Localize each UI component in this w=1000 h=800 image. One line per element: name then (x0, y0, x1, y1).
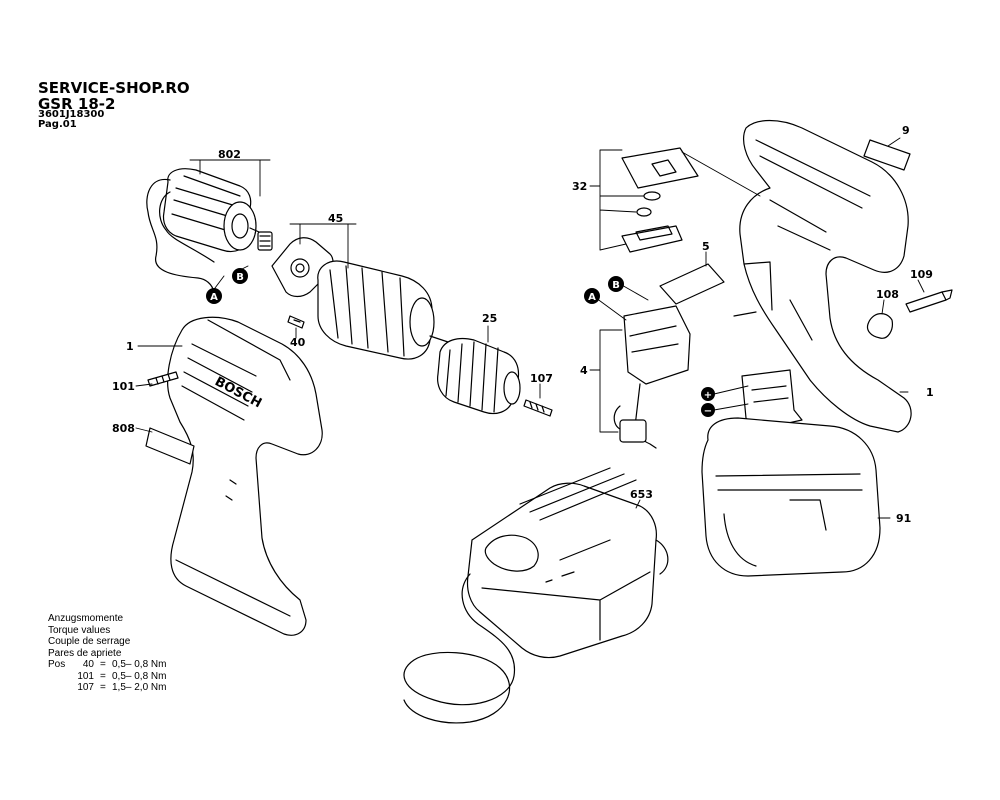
torque-pos: 40 (82, 659, 94, 670)
torque-values-table: Anzugsmomente Torque values Couple de se… (48, 613, 166, 694)
label-1-right: 1 (926, 386, 934, 399)
battery-91 (701, 369, 881, 577)
part-number: 3601J18300 (38, 109, 105, 120)
switch-cover-32 (621, 147, 699, 253)
leader-lines (135, 137, 925, 519)
marker-b-right: B (608, 276, 624, 292)
label-91: 91 (896, 512, 911, 525)
label-1-left: 1 (126, 340, 134, 353)
chuck-25 (437, 337, 521, 415)
label-5: 5 (702, 240, 710, 253)
label-101: 101 (112, 380, 135, 393)
slider-5 (659, 263, 725, 305)
label-plate-808 (145, 427, 195, 465)
label-107: 107 (530, 372, 553, 385)
label-653: 653 (630, 488, 653, 501)
torque-row: 107 = 1,5– 2,0 Nm (48, 682, 166, 694)
label-108: 108 (876, 288, 899, 301)
torque-prefix (48, 671, 72, 683)
svg-text:+: + (704, 390, 712, 401)
charger-653 (466, 467, 657, 659)
marker-a-right: A (584, 288, 600, 304)
minus-terminal-icon: − (701, 403, 715, 417)
svg-text:B: B (236, 272, 244, 283)
screw-107 (523, 399, 553, 417)
torque-title-en: Torque values (48, 624, 111, 636)
housing-right-1 (733, 119, 912, 433)
label-808: 808 (112, 422, 135, 435)
motor-802 (162, 168, 273, 253)
torque-title-es: Pares de apriete (48, 647, 122, 659)
torque-title-de: Anzugsmomente (48, 613, 124, 624)
motor-wires (146, 178, 215, 293)
label-109: 109 (910, 268, 933, 281)
label-4: 4 (580, 364, 588, 377)
label-45: 45 (328, 212, 343, 225)
charger-cable (403, 573, 516, 724)
torque-eq: = (100, 659, 106, 670)
torque-eq: = (100, 682, 106, 693)
housing-left-1 (167, 316, 323, 636)
svg-text:B: B (612, 280, 620, 291)
torque-value: 0,5– 0,8 Nm (112, 659, 167, 670)
shop-title: SERVICE-SHOP.RO (38, 79, 190, 97)
torque-row: 101 = 0,5– 0,8 Nm (48, 671, 166, 683)
torque-prefix: Pos (48, 659, 66, 670)
switch-4 (613, 305, 691, 449)
model-title: GSR 18-2 (38, 95, 116, 113)
label-802: 802 (218, 148, 241, 161)
torque-title-fr: Couple de serrage (48, 636, 131, 647)
torque-pos: 101 (77, 670, 94, 682)
marker-a-left: A (206, 288, 222, 304)
torque-prefix (48, 682, 72, 694)
label-25: 25 (482, 312, 497, 325)
svg-text:A: A (588, 292, 596, 303)
label-40: 40 (290, 336, 306, 349)
label-9 (863, 139, 911, 171)
page-number: Pag.01 (38, 119, 77, 130)
torque-row: Pos 40 = 0,5– 0,8 Nm (48, 659, 166, 671)
label-9: 9 (902, 124, 910, 137)
bit-109 (905, 289, 953, 313)
marker-b-left: B (232, 268, 248, 284)
torque-value: 0,5– 0,8 Nm (112, 670, 167, 682)
gearbox-45 (271, 237, 449, 360)
screw-40 (287, 315, 305, 329)
svg-text:−: − (704, 406, 712, 417)
torque-value: 1,5– 2,0 Nm (112, 682, 167, 693)
torque-pos: 107 (77, 682, 94, 693)
label-32: 32 (572, 180, 587, 193)
svg-text:A: A (210, 292, 218, 303)
clip-108 (866, 313, 893, 339)
torque-eq: = (100, 670, 106, 682)
plus-terminal-icon: + (701, 387, 715, 401)
